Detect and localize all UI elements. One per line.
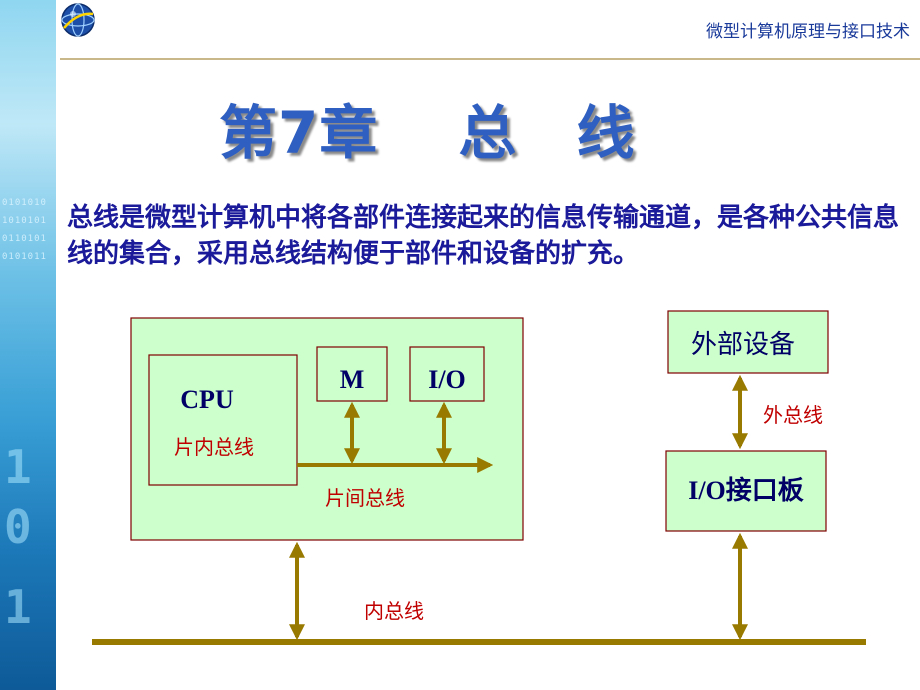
cpu-label: CPU — [180, 385, 234, 414]
io-label: I/O — [428, 365, 466, 394]
io-board-label: I/O接口板 — [688, 476, 804, 505]
binary-digits-decoration: 0110101 — [2, 234, 47, 244]
peripheral-box — [667, 310, 829, 374]
big-digit-decoration: 1 — [4, 580, 32, 634]
peripheral-label: 外部设备 — [691, 330, 795, 360]
big-digit-decoration: 1 — [4, 440, 32, 494]
big-digit-decoration: 0 — [4, 500, 32, 554]
io-box — [409, 346, 485, 402]
cpu-box — [148, 354, 298, 486]
binary-digits-decoration: 0101010 — [2, 198, 47, 208]
io-board-box — [665, 450, 827, 532]
on-chip-bus-label: 片内总线 — [174, 435, 254, 459]
memory-box — [316, 346, 388, 402]
binary-digits-decoration: 0101011 — [2, 252, 47, 262]
external-bus-label: 外总线 — [763, 403, 823, 427]
chapter-title: 第7章 总 线 — [219, 99, 636, 167]
binary-digits-decoration: 1010101 — [2, 216, 47, 226]
header-divider — [60, 58, 920, 60]
intro-paragraph: 总线是微型计算机中将各部件连接起来的信息传输通道，是各种公共信息线的集合，采用总… — [67, 203, 900, 269]
course-title: 微型计算机原理与接口技术 — [706, 22, 910, 42]
memory-label: M — [340, 365, 365, 394]
inter-chip-bus-label: 片间总线 — [325, 486, 405, 510]
left-decorative-band: 0101010 1010101 0110101 0101011 1 0 1 — [0, 0, 56, 690]
internal-bus-label: 内总线 — [364, 599, 424, 623]
globe-logo-icon — [61, 3, 95, 37]
